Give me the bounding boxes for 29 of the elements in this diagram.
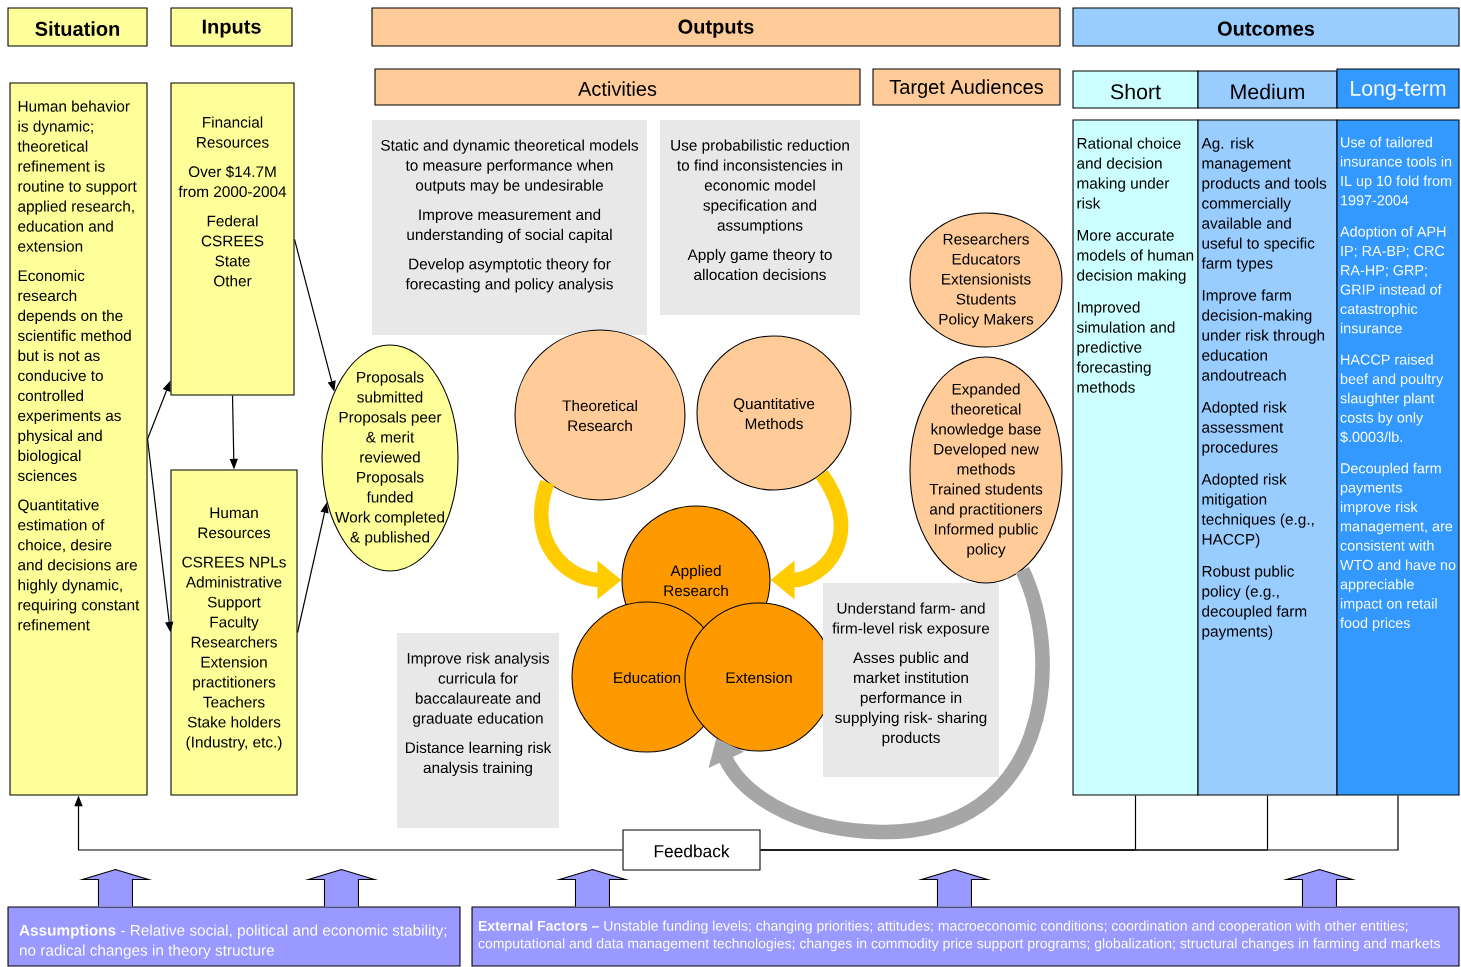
feedback-box: Feedback	[622, 829, 761, 871]
header-box: Medium	[1197, 70, 1338, 109]
header-box: Short	[1072, 70, 1199, 109]
block-arrow	[555, 868, 630, 907]
text-panel: Static and dynamic theoretical models to measure performance when outputs may be undesirable Improve measurement and understanding of social capital Develop asymptotic theory for forecasting and policy analysis	[372, 120, 647, 335]
header-box: Outputs	[371, 7, 1061, 47]
column-box: Rational choice and decision making under risk More accurate models of human decision making Improved simulation and predictive forecasting methods	[1072, 119, 1199, 796]
header-box: Situation	[7, 7, 148, 47]
text-panel: Use probabilistic reduction to find inconsistencies in economic model specification and assumptions Apply game theory to allocation decisions	[660, 120, 860, 315]
header-box: Target Audiences	[872, 68, 1061, 106]
block-arrow	[304, 868, 379, 907]
text-box: Financial Resources Over $14.7M from 2000-2004 Federal CSREES State Other	[170, 82, 295, 396]
column-box: Ag. risk management products and tools commercially available and useful to specific farm types Improve farm decision-making under risk through education andoutreach Adopted risk assessment procedures Adopted risk mitigation techniques (e.g., HACCP) Robust public policy (e.g., decoupled farm payments)	[1197, 119, 1338, 796]
block-arrow	[917, 868, 992, 907]
text-box: Human behavior is dynamic; theoretical refinement is routine to support applied research, education and extension Economic research depends on the scientific method but is not as conducive to controlled experiments as physical and biological sciences Quantitative estimation of choice, desire and decisions are highly dynamic, requiring constant refinement	[9, 82, 148, 796]
block-arrow	[1282, 868, 1357, 907]
text-box: Human Resources CSREES NPLs Administrative Support Faculty Researchers Extension practitioners Teachers Stake holders (Industry, etc.)	[170, 469, 298, 796]
header-box: Activities	[374, 68, 861, 106]
header-box: Long-term	[1336, 68, 1460, 109]
assumption-box: Assumptions - Relative social, political and economic stability; no radical changes in theory structure	[7, 906, 461, 967]
block-arrow	[78, 868, 153, 907]
header-box: Outcomes	[1072, 7, 1460, 47]
text-panel: Improve risk analysis curricula for baccalaureate and graduate education Distance learning risk analysis training	[397, 633, 559, 828]
text-panel: Understand farm- and firm-level risk exposure Asses public and market institution performance in supplying risk- sharing products	[823, 583, 999, 777]
column-box: Use of tailored insurance tools in IL up 10 fold from 1997-2004 Adoption of APH IP; RA-BP; CRC RA-HP; GRP; GRIP instead of catastrophic insurance HACCP raised beef and poultry slaughter plant costs by only $.0003/lb. Decoupled farm payments improve risk management, are consistent with WTO and have no appreciable impact on retail food prices	[1336, 119, 1460, 796]
header-box: Inputs	[170, 7, 293, 47]
curved-arrow	[708, 567, 1050, 840]
connector-line	[759, 794, 1399, 851]
factor-box: External Factors – Unstable funding levels; changing priorities; attitudes; macroeconomic conditions; coordination and cooperation with other entities; computational and data management technologies; changes in commodity price support programs; globalization; structural changes in farming and markets	[471, 906, 1460, 967]
